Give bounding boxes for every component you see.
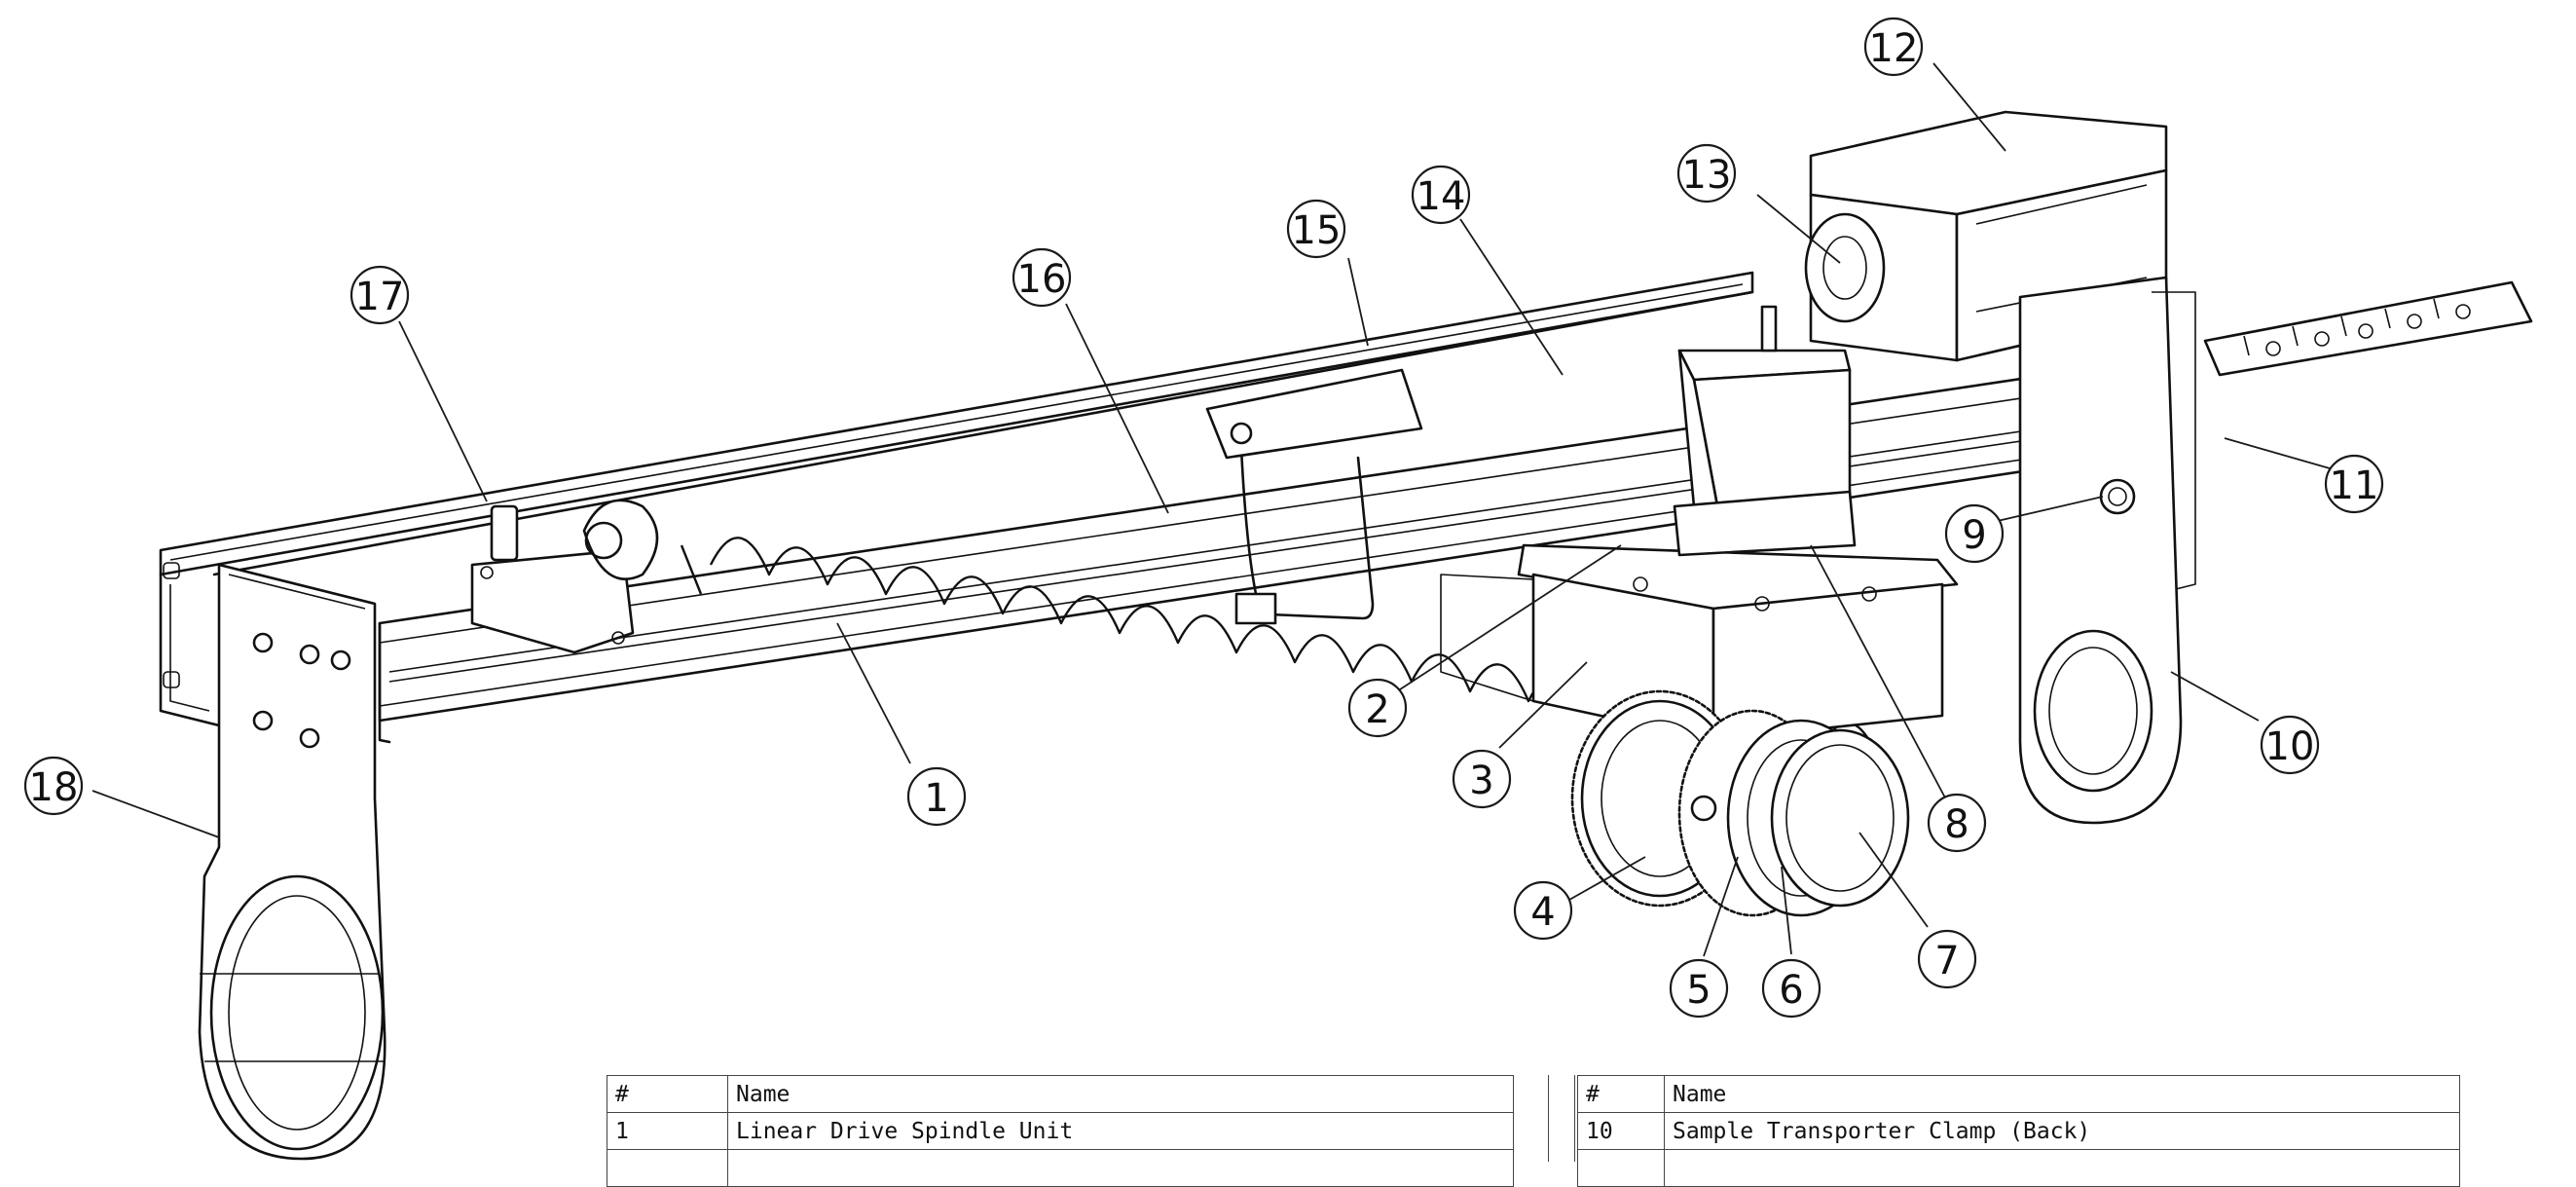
- cable-chain: [2203, 280, 2533, 377]
- svg-text:17: 17: [355, 275, 405, 319]
- bom-header-name: Name: [1664, 1075, 2460, 1113]
- callout-18: 18: [23, 756, 84, 816]
- bom-header-num: #: [1577, 1075, 1665, 1113]
- svg-text:18: 18: [29, 765, 79, 810]
- svg-text:9: 9: [1962, 513, 1986, 558]
- assembly-drawing: 1 2 3 4 5 6 7 8 9 10 11 12 13 14 15 16 1…: [23, 17, 2533, 1161]
- bom-header-name: Name: [727, 1075, 1514, 1113]
- svg-text:16: 16: [1017, 257, 1067, 302]
- table-row: [607, 1149, 1514, 1187]
- svg-text:3: 3: [1469, 759, 1493, 803]
- svg-text:6: 6: [1779, 968, 1803, 1013]
- callout-12: 12: [1863, 17, 1924, 77]
- left-clamp-plate: [198, 563, 386, 1161]
- cable-loop: [1205, 368, 1423, 625]
- bom-cell-num: 10: [1577, 1112, 1665, 1150]
- callout-7: 7: [1917, 929, 1977, 989]
- callout-2: 2: [1347, 678, 1408, 738]
- svg-text:10: 10: [2265, 724, 2315, 769]
- svg-text:8: 8: [1944, 802, 1969, 847]
- svg-text:14: 14: [1417, 174, 1466, 219]
- callout-10: 10: [2260, 715, 2320, 775]
- stepper-motor: [1673, 305, 1857, 557]
- callout-1: 1: [906, 766, 967, 827]
- svg-text:12: 12: [1869, 26, 1919, 71]
- callout-8: 8: [1927, 793, 1987, 853]
- gear-assembly: [1570, 689, 1910, 917]
- callout-16: 16: [1012, 247, 1072, 308]
- bom-header-row: # Name: [1577, 1075, 2460, 1113]
- callout-15: 15: [1286, 199, 1346, 259]
- svg-text:7: 7: [1934, 939, 1959, 983]
- table-divider: [1548, 1075, 1575, 1162]
- svg-text:2: 2: [1365, 687, 1389, 732]
- table-row: 10 Sample Transporter Clamp (Back): [1577, 1112, 2460, 1150]
- bom-table-right: # Name 10 Sample Transporter Clamp (Back…: [1577, 1075, 2460, 1187]
- callout-17: 17: [350, 265, 410, 325]
- table-row: [1577, 1149, 2460, 1187]
- main-beam: [159, 271, 1754, 727]
- bom-cell-num: 1: [607, 1112, 728, 1150]
- callout-5: 5: [1669, 958, 1729, 1019]
- callout-6: 6: [1761, 958, 1822, 1019]
- drive-housing: [1440, 543, 1959, 742]
- svg-text:11: 11: [2330, 464, 2379, 508]
- svg-text:15: 15: [1292, 208, 1342, 253]
- bom-header-num: #: [607, 1075, 728, 1113]
- bom-header-row: # Name: [607, 1075, 1514, 1113]
- bom-cell-name: Sample Transporter Clamp (Back): [1664, 1112, 2460, 1150]
- callout-13: 13: [1676, 143, 1737, 204]
- table-row: 1 Linear Drive Spindle Unit: [607, 1112, 1514, 1150]
- bom-cell-name: Linear Drive Spindle Unit: [727, 1112, 1514, 1150]
- svg-text:13: 13: [1682, 153, 1732, 198]
- callout-11: 11: [2324, 454, 2384, 514]
- callout-9: 9: [1944, 503, 2005, 564]
- bom-table-left: # Name 1 Linear Drive Spindle Unit: [607, 1075, 1514, 1187]
- right-clamp-plate: [2018, 276, 2196, 825]
- top-motor-unit: [1804, 110, 2168, 362]
- svg-text:5: 5: [1686, 968, 1711, 1013]
- left-carriage: [470, 499, 659, 654]
- callout-4: 4: [1513, 880, 1573, 941]
- svg-text:4: 4: [1530, 890, 1555, 935]
- svg-text:1: 1: [924, 776, 948, 821]
- callout-14: 14: [1411, 165, 1471, 225]
- callout-3: 3: [1452, 749, 1512, 809]
